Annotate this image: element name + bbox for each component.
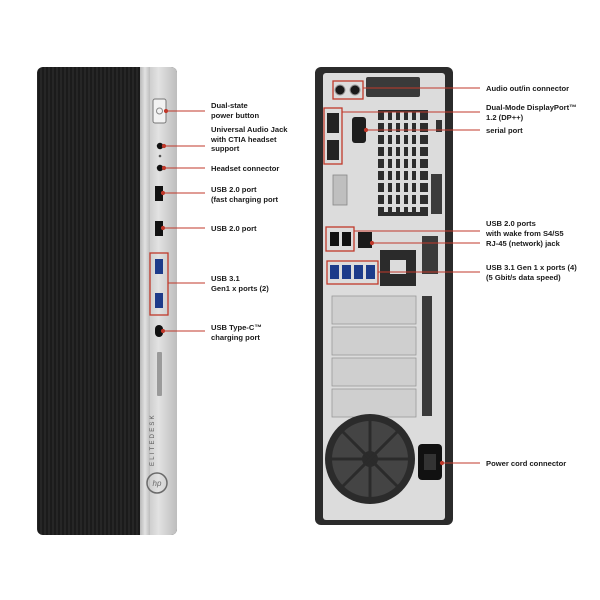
audio-jack	[156, 142, 164, 150]
usb2-wake-highlight	[325, 226, 355, 252]
callout-displayport: Dual-Mode DisplayPort™ 1.2 (DP++)	[486, 103, 577, 122]
audio-highlight	[332, 80, 364, 100]
usb31-rear-port	[330, 265, 339, 279]
rj45-jack	[358, 232, 372, 248]
callout-rj45: RJ-45 (network) jack	[486, 239, 560, 248]
usb31-rear-port	[366, 265, 375, 279]
callout-usb31-rear: USB 3.1 Gen 1 x ports (4) (5 Gbit/s data…	[486, 263, 577, 282]
power-icon	[156, 107, 163, 115]
displayport-highlight	[323, 107, 343, 165]
headset-jack	[156, 164, 164, 172]
usb2-wake-port	[342, 232, 351, 246]
displayport	[327, 113, 339, 133]
usb31-port	[155, 259, 163, 274]
usb31-rear-port	[342, 265, 351, 279]
callout-power-cord: Power cord connector	[486, 459, 567, 468]
usb2-port	[155, 221, 163, 236]
rear-view	[315, 67, 480, 525]
callout-audio-io: Audio out/in connector	[486, 84, 570, 93]
slim-drive-slot	[157, 352, 162, 396]
callout-serial-port: serial port	[486, 126, 523, 135]
brand-text: ELITEDESK	[150, 413, 156, 466]
hp-logo-text: hp	[153, 479, 162, 488]
usb31-port	[155, 293, 163, 308]
audio-in-jack	[349, 84, 361, 96]
callout-usbc: USB Type-C™ charging port	[211, 323, 262, 342]
audio-out-jack	[334, 84, 346, 96]
serial-port	[352, 117, 366, 143]
callout-power-button: Dual-state power button	[211, 101, 260, 120]
callout-usb2-fast: USB 2.0 port (fast charging port	[211, 185, 279, 204]
usb2-fast-port	[155, 186, 163, 201]
usb31-highlight	[149, 252, 169, 316]
usb31-rear-port	[354, 265, 363, 279]
callout-usb2-wake: USB 2.0 ports with wake from S4/S5	[486, 219, 564, 238]
hp-logo	[146, 472, 168, 494]
usb2-wake-port	[330, 232, 339, 246]
callout-headset-connector: Headset connector	[211, 164, 280, 173]
expansion-slots	[331, 295, 417, 418]
usbc-port	[155, 325, 163, 337]
callout-usb2: USB 2.0 port	[211, 224, 257, 233]
front-view: hp	[37, 67, 205, 535]
displayport	[327, 140, 339, 160]
callout-usb31: USB 3.1 Gen1 x ports (2)	[211, 274, 269, 293]
callout-audio-jack: Universal Audio Jack with CTIA headset s…	[211, 125, 288, 154]
